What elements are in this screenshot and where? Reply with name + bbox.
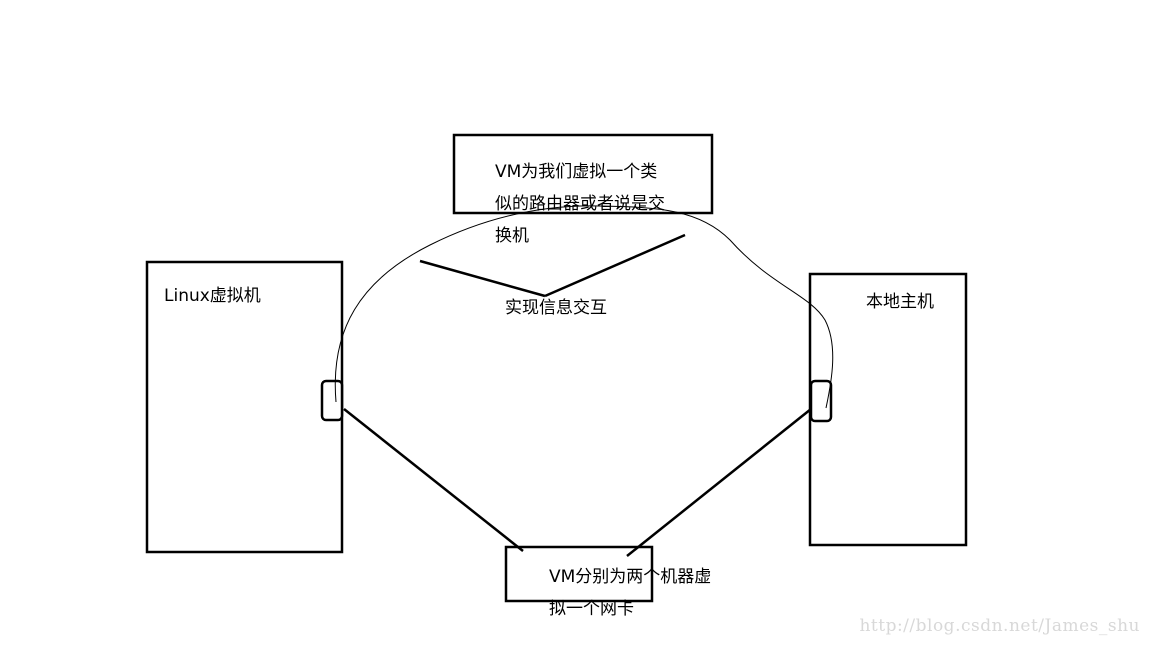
host-to-nic-line bbox=[626, 408, 812, 557]
watermark-url: http://blog.csdn.net/James_shu bbox=[859, 616, 1140, 636]
interaction-label: 实现信息交互 bbox=[505, 298, 607, 318]
nic-label-line-2: 拟一个网卡 bbox=[549, 599, 634, 619]
host-label: 本地主机 bbox=[866, 292, 934, 312]
router-label-line-2: 似的路由器或者说是交 bbox=[495, 194, 665, 214]
router-box bbox=[452, 133, 714, 215]
nic-label-line-1: VM分别为两个机器虚 bbox=[549, 567, 712, 587]
router-label-line-1: VM为我们虚拟一个类 bbox=[495, 162, 658, 182]
linux-vm-label: Linux虚拟机 bbox=[164, 286, 261, 306]
exchange-line-right bbox=[544, 233, 686, 298]
host-nic-port bbox=[809, 379, 833, 423]
linux-nic-port bbox=[320, 379, 344, 422]
nic-box bbox=[504, 545, 654, 603]
linux-to-nic-line bbox=[343, 408, 524, 552]
router-label-line-3: 换机 bbox=[495, 226, 529, 246]
connection-curve bbox=[334, 205, 834, 409]
exchange-line-left bbox=[419, 259, 546, 298]
